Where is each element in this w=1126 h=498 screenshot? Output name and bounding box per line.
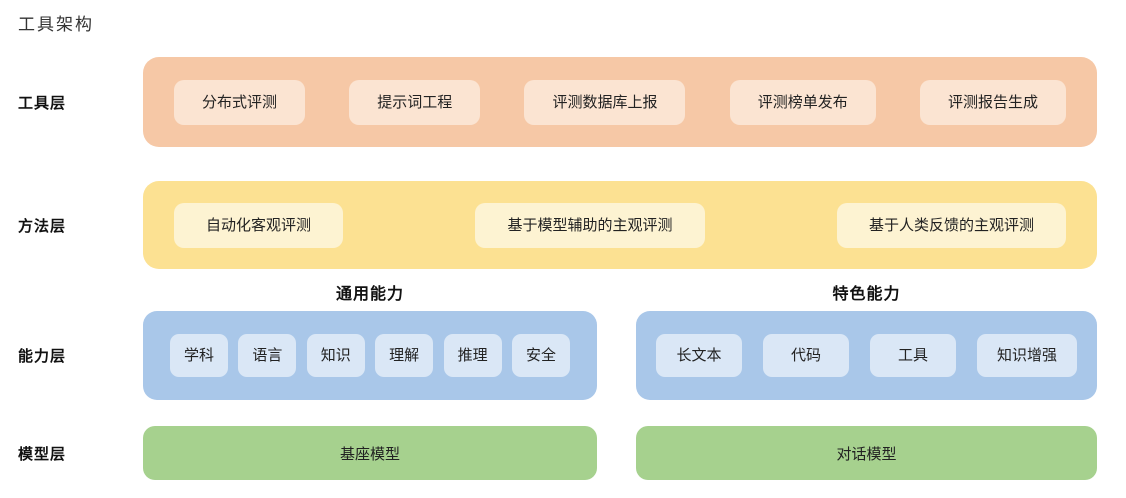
method-item-human-feedback-subjective: 基于人类反馈的主观评测 (836, 202, 1066, 248)
capability-item-subject: 学科 (170, 334, 229, 377)
capability-item-knowledge-enhanced: 知识增强 (976, 334, 1077, 377)
capability-item-knowledge: 知识 (306, 334, 365, 377)
tool-layer-band: 分布式评测 提示词工程 评测数据库上报 评测榜单发布 评测报告生成 (143, 57, 1097, 147)
tool-item-prompt-engineering: 提示词工程 (349, 79, 481, 125)
capability-item-understanding: 理解 (375, 334, 434, 377)
capability-item-safety: 安全 (511, 334, 570, 377)
capability-header-special: 特色能力 (832, 286, 901, 303)
layer-label-method: 方法层 (18, 217, 67, 235)
capability-band-special: 长文本 代码 工具 知识增强 (636, 311, 1097, 400)
capability-item-code: 代码 (762, 334, 849, 377)
capability-item-tool: 工具 (869, 334, 956, 377)
capability-item-long-text: 长文本 (656, 334, 742, 377)
layer-label-capability: 能力层 (18, 348, 67, 365)
tool-item-distributed-eval: 分布式评测 (174, 79, 306, 125)
diagram-title: 工具架构 (18, 15, 94, 34)
method-layer-band: 自动化客观评测 基于模型辅助的主观评测 基于人类反馈的主观评测 (143, 181, 1097, 269)
method-item-model-assisted-subjective: 基于模型辅助的主观评测 (475, 202, 705, 248)
capability-item-language: 语言 (238, 334, 297, 377)
tool-item-report-generation: 评测报告生成 (919, 79, 1066, 125)
model-band-chat: 对话模型 (636, 426, 1097, 480)
layer-label-model: 模型层 (18, 445, 67, 463)
capability-band-general: 学科 语言 知识 理解 推理 安全 (143, 311, 597, 400)
capability-header-general: 通用能力 (335, 286, 404, 303)
model-band-base: 基座模型 (143, 426, 597, 480)
capability-item-reasoning: 推理 (443, 334, 502, 377)
layer-label-tool: 工具层 (18, 94, 67, 112)
method-item-automated-objective: 自动化客观评测 (174, 202, 344, 248)
tool-item-eval-db-report: 评测数据库上报 (524, 79, 686, 125)
tool-item-leaderboard-publish: 评测榜单发布 (729, 79, 876, 125)
